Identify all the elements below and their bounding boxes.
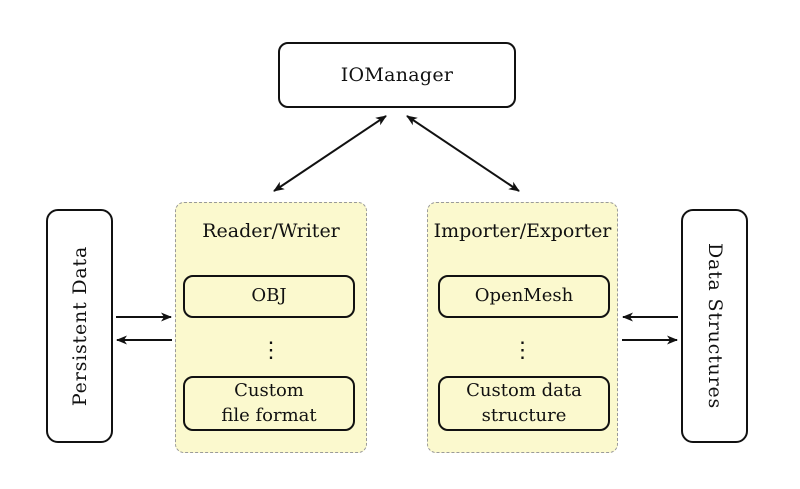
edge-iomanager-importerexporter (406, 115, 520, 192)
node-openmesh-label: OpenMesh (474, 285, 574, 307)
ellipsis-reader-writer: ⋮ (260, 338, 282, 363)
group-importer-exporter-title: Importer/Exporter (433, 220, 612, 242)
node-custom-file-format: Custom file format (183, 376, 355, 431)
node-iomanager-label: IOManager (340, 64, 454, 86)
edge-iomanager-readerwriter (273, 115, 387, 192)
node-data-structures-label: Data Structures (703, 242, 726, 410)
node-openmesh: OpenMesh (438, 275, 610, 318)
node-obj-label: OBJ (251, 285, 287, 307)
group-reader-writer-title: Reader/Writer (202, 220, 340, 242)
node-persistent-data: Persistent Data (46, 209, 113, 443)
node-iomanager: IOManager (278, 42, 516, 108)
node-obj: OBJ (183, 275, 355, 318)
node-custom-data-structure-label: Custom data structure (466, 380, 582, 426)
node-persistent-data-label: Persistent Data (68, 245, 91, 407)
node-data-structures: Data Structures (681, 209, 748, 443)
ellipsis-importer-exporter: ⋮ (511, 338, 534, 363)
node-custom-file-format-label: Custom file format (221, 380, 317, 426)
node-custom-data-structure: Custom data structure (438, 376, 610, 431)
